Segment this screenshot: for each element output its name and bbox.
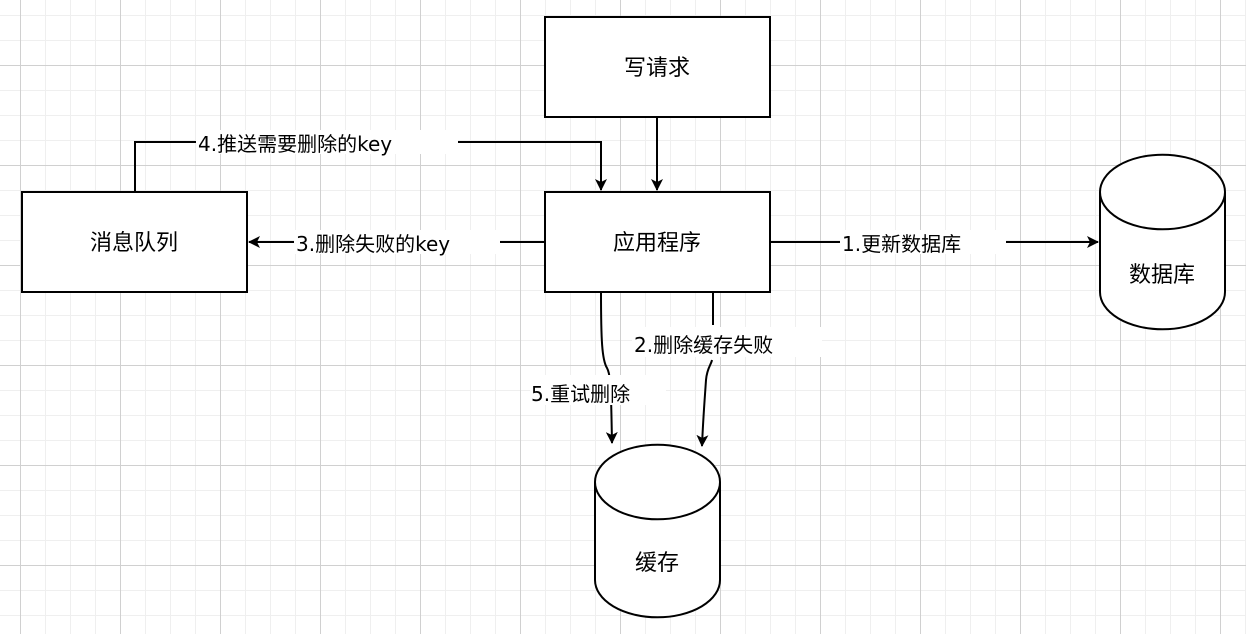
- node-database-label: 数据库: [1129, 263, 1195, 288]
- node-database[interactable]: 数据库: [1099, 153, 1226, 331]
- edge-4-label: 4.推送需要删除的key: [198, 132, 392, 156]
- node-cache-label: 缓存: [635, 551, 679, 576]
- edge-3-failed-key[interactable]: 3.删除失败的key: [248, 230, 545, 256]
- node-message-queue[interactable]: 消息队列: [21, 191, 248, 293]
- edge-1-label: 1.更新数据库: [842, 232, 961, 256]
- node-message-queue-label: 消息队列: [90, 231, 178, 256]
- edge-2-label: 2.删除缓存失败: [634, 333, 773, 357]
- edge-5-retry-delete[interactable]: 5.重试删除: [530, 291, 666, 444]
- node-write-request-label: 写请求: [624, 56, 690, 81]
- edge-1-update-db[interactable]: 1.更新数据库: [770, 230, 1099, 256]
- node-application[interactable]: 应用程序: [544, 191, 771, 293]
- node-application-label: 应用程序: [613, 231, 701, 256]
- node-cache[interactable]: 缓存: [594, 443, 721, 619]
- edge-5-label: 5.重试删除: [531, 382, 630, 406]
- edge-3-label: 3.删除失败的key: [296, 232, 450, 256]
- node-write-request[interactable]: 写请求: [544, 16, 771, 118]
- edge-2-delete-cache-failed[interactable]: 2.删除缓存失败: [632, 292, 822, 446]
- edge-4-push-keys[interactable]: 4.推送需要删除的key: [134, 130, 607, 192]
